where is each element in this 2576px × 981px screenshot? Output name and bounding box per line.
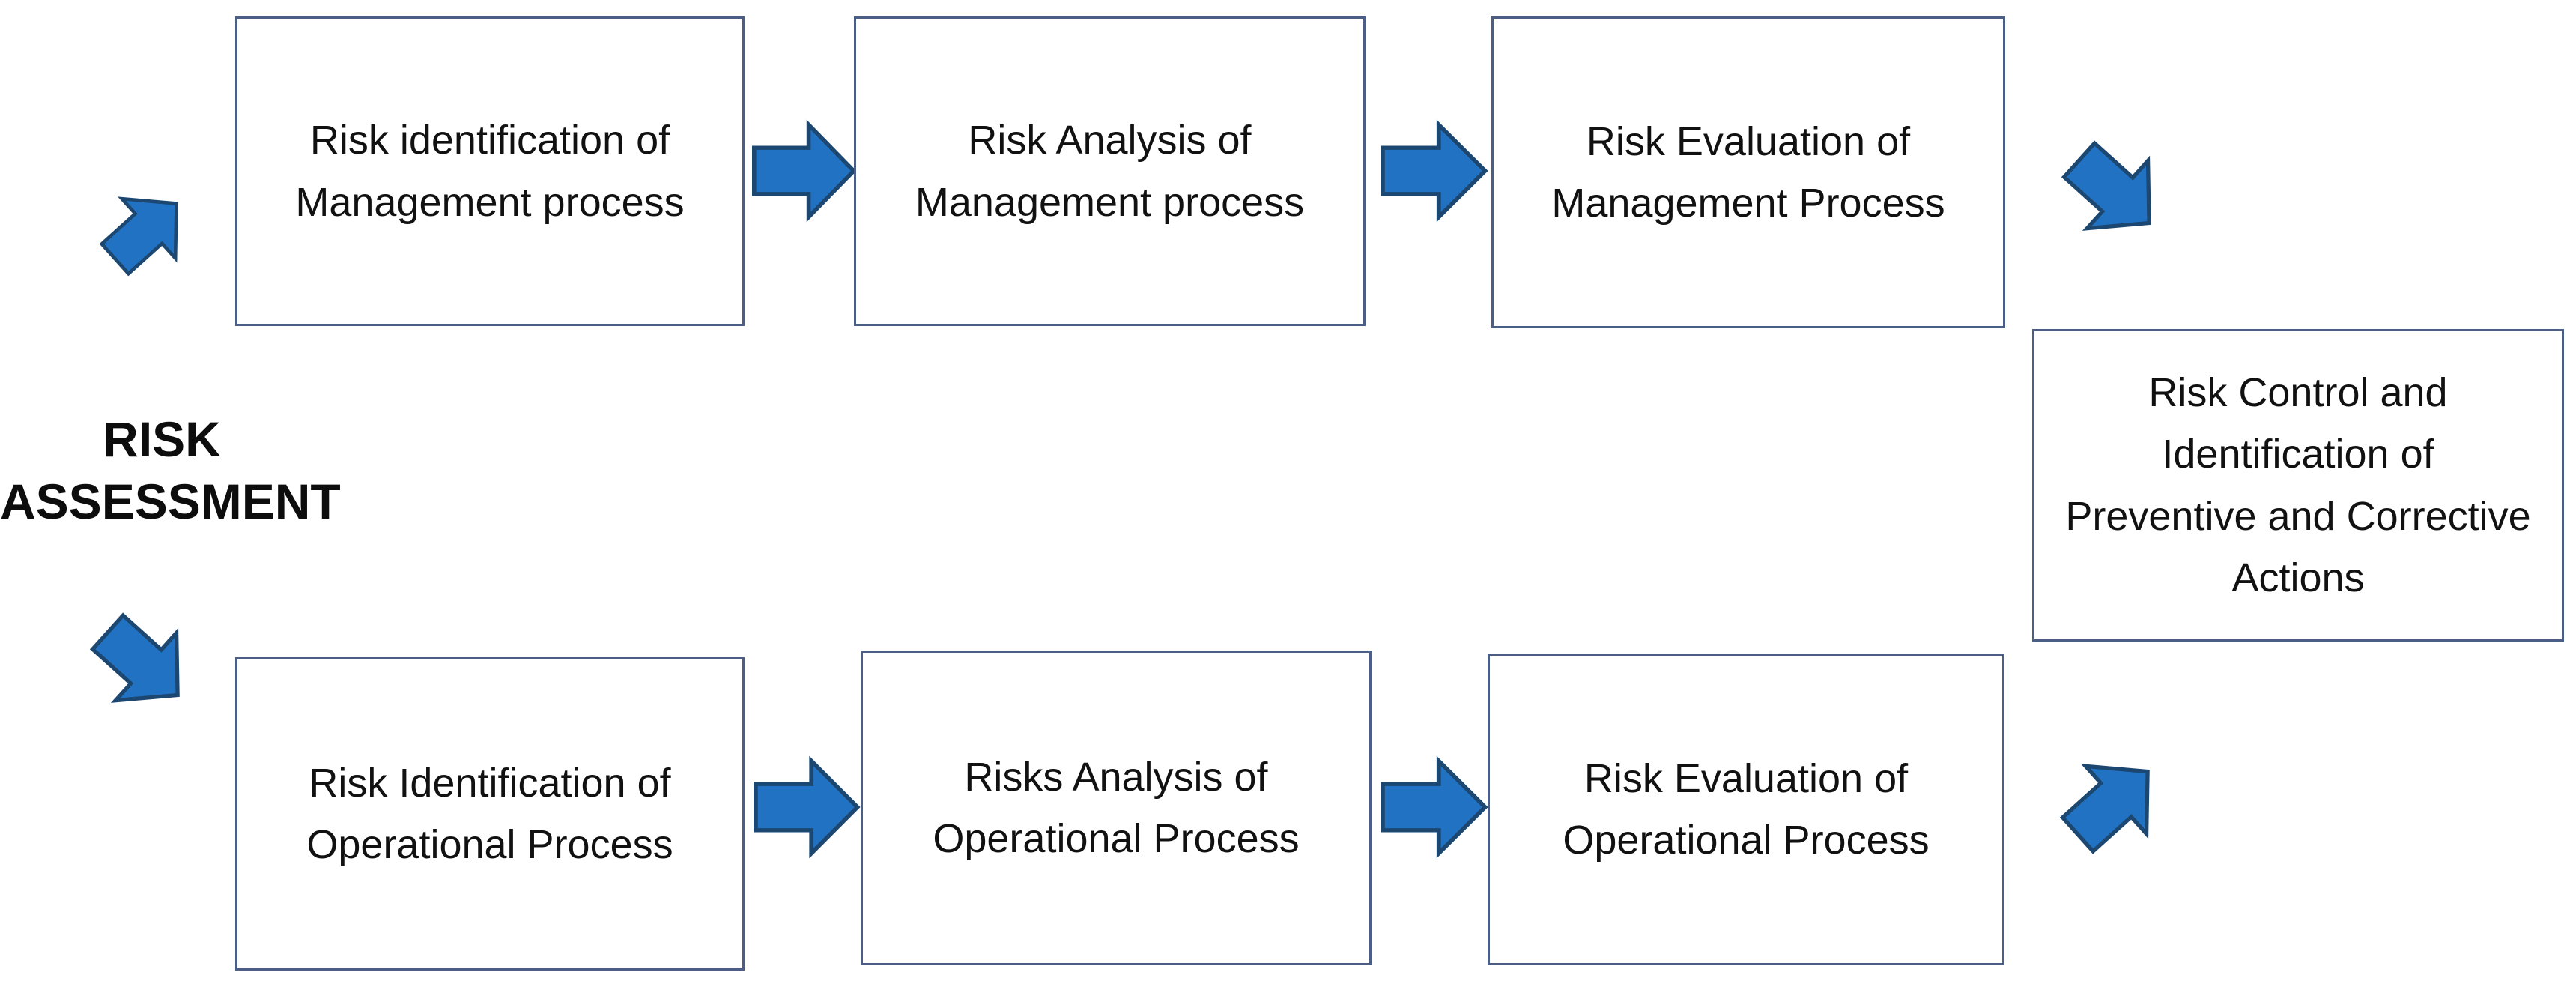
box-text-line: Risk Evaluation of [1584, 755, 1909, 801]
box-management-identification: Risk identification of Management proces… [235, 16, 745, 326]
right-block-arrow-icon [1381, 119, 1488, 223]
box-text-line: Risk Evaluation of [1586, 118, 1911, 164]
down-right-block-arrow-icon [2045, 122, 2184, 262]
diagram-title-line: RISK [103, 411, 221, 467]
box-text-line: Management process [295, 179, 685, 225]
box-text-line: Risk Identification of [309, 760, 671, 806]
box-text-line: Risk Control and [2148, 370, 2448, 416]
box-operational-evaluation: Risk Evaluation of Operational Process [1488, 654, 2004, 965]
box-text-line: Management process [915, 179, 1305, 225]
box-operational-analysis: Risks Analysis of Operational Process [861, 651, 1372, 965]
box-text-line: Risk Analysis of [968, 118, 1252, 163]
up-right-block-arrow-icon [85, 169, 207, 292]
box-text-line: Operational Process [1563, 818, 1930, 863]
diagram-title: RISK ASSESSMENT [0, 408, 341, 532]
right-block-arrow-icon [754, 755, 861, 859]
right-block-arrow-icon [1381, 755, 1488, 859]
box-management-analysis: Risk Analysis of Management process [854, 16, 1366, 326]
box-text-line: Risk identification of [309, 118, 670, 163]
down-right-block-arrow-icon [73, 594, 213, 734]
box-text-line: Operational Process [306, 822, 673, 867]
box-operational-identification: Risk Identification of Operational Proce… [235, 657, 745, 971]
box-text-line: Operational Process [933, 816, 1300, 861]
box-text-line: Preventive and Corrective [2065, 493, 2531, 539]
box-management-evaluation: Risk Evaluation of Management Process [1491, 16, 2005, 328]
box-text-line: Actions [2231, 555, 2365, 600]
box-risk-control: Risk Control and Identification of Preve… [2032, 329, 2564, 642]
diagram-title-line: ASSESSMENT [0, 473, 341, 529]
up-right-block-arrow-icon [2043, 733, 2183, 872]
box-text-line: Management Process [1551, 181, 1945, 226]
box-text-line: Identification of [2162, 432, 2434, 477]
right-block-arrow-icon [752, 119, 857, 223]
box-text-line: Risks Analysis of [964, 754, 1268, 800]
